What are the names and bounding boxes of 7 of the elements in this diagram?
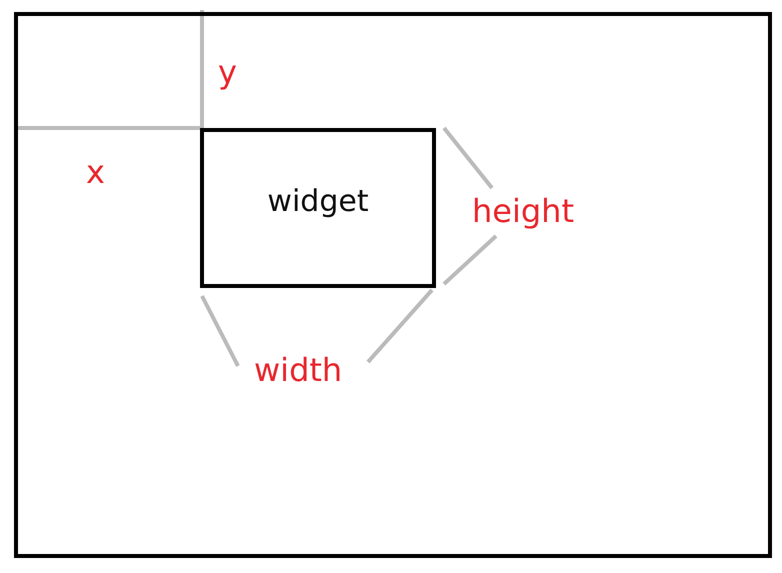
dimension-label: height [472,195,574,227]
dimension-label: width [254,354,342,386]
widget-box [200,128,436,288]
dimension-label: y [218,56,237,88]
window-frame [14,12,772,558]
widget-label: widget [266,184,370,219]
dimension-label: x [86,156,105,188]
